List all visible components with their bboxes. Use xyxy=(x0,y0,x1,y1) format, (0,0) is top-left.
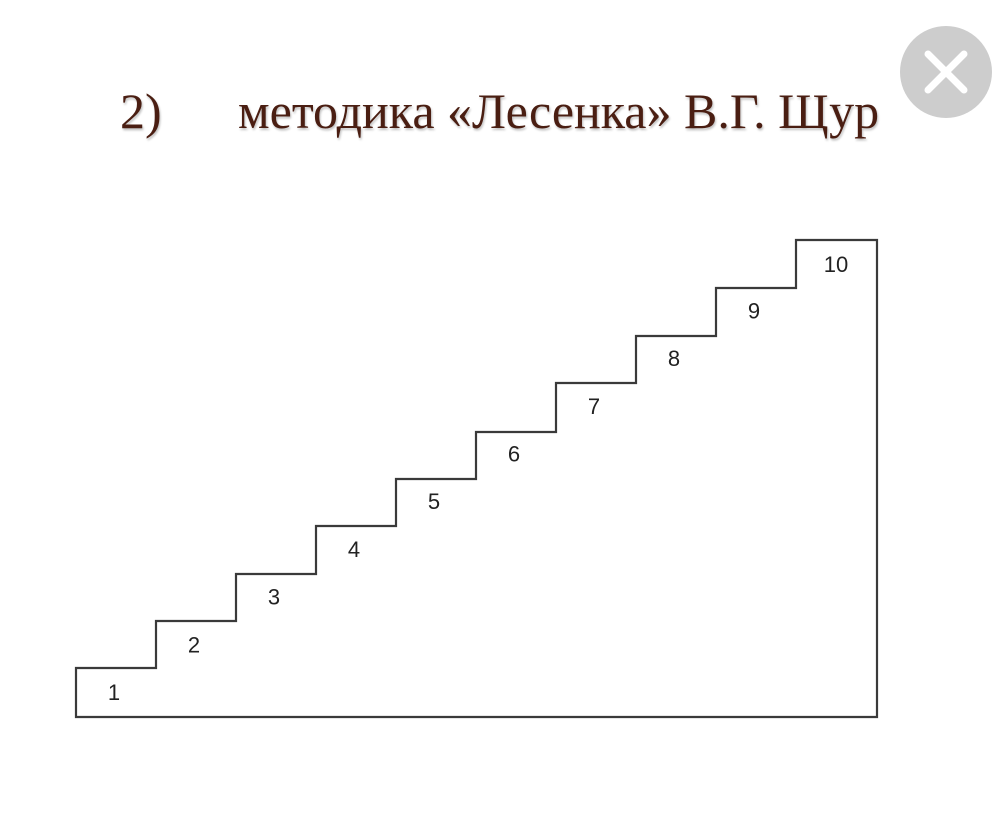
step-label-4: 4 xyxy=(348,537,360,562)
step-label-6: 6 xyxy=(508,442,520,467)
title-text: методика «Лесенка» В.Г. Щур xyxy=(238,83,880,139)
step-label-3: 3 xyxy=(268,585,280,610)
close-icon xyxy=(924,50,968,94)
title-number: 2) xyxy=(120,83,162,139)
close-button[interactable] xyxy=(900,26,992,118)
step-label-10: 10 xyxy=(824,252,848,277)
step-label-1: 1 xyxy=(108,680,120,705)
ladder-outline xyxy=(74,238,879,719)
step-label-2: 2 xyxy=(188,632,200,657)
step-label-8: 8 xyxy=(668,346,680,371)
step-label-7: 7 xyxy=(588,394,600,419)
step-labels: 1 2 3 4 5 6 7 8 9 10 xyxy=(108,252,848,705)
step-label-5: 5 xyxy=(428,489,440,514)
step-label-9: 9 xyxy=(748,298,760,323)
title-row: 2) методика «Лесенка» В.Г. Щур xyxy=(0,72,993,152)
